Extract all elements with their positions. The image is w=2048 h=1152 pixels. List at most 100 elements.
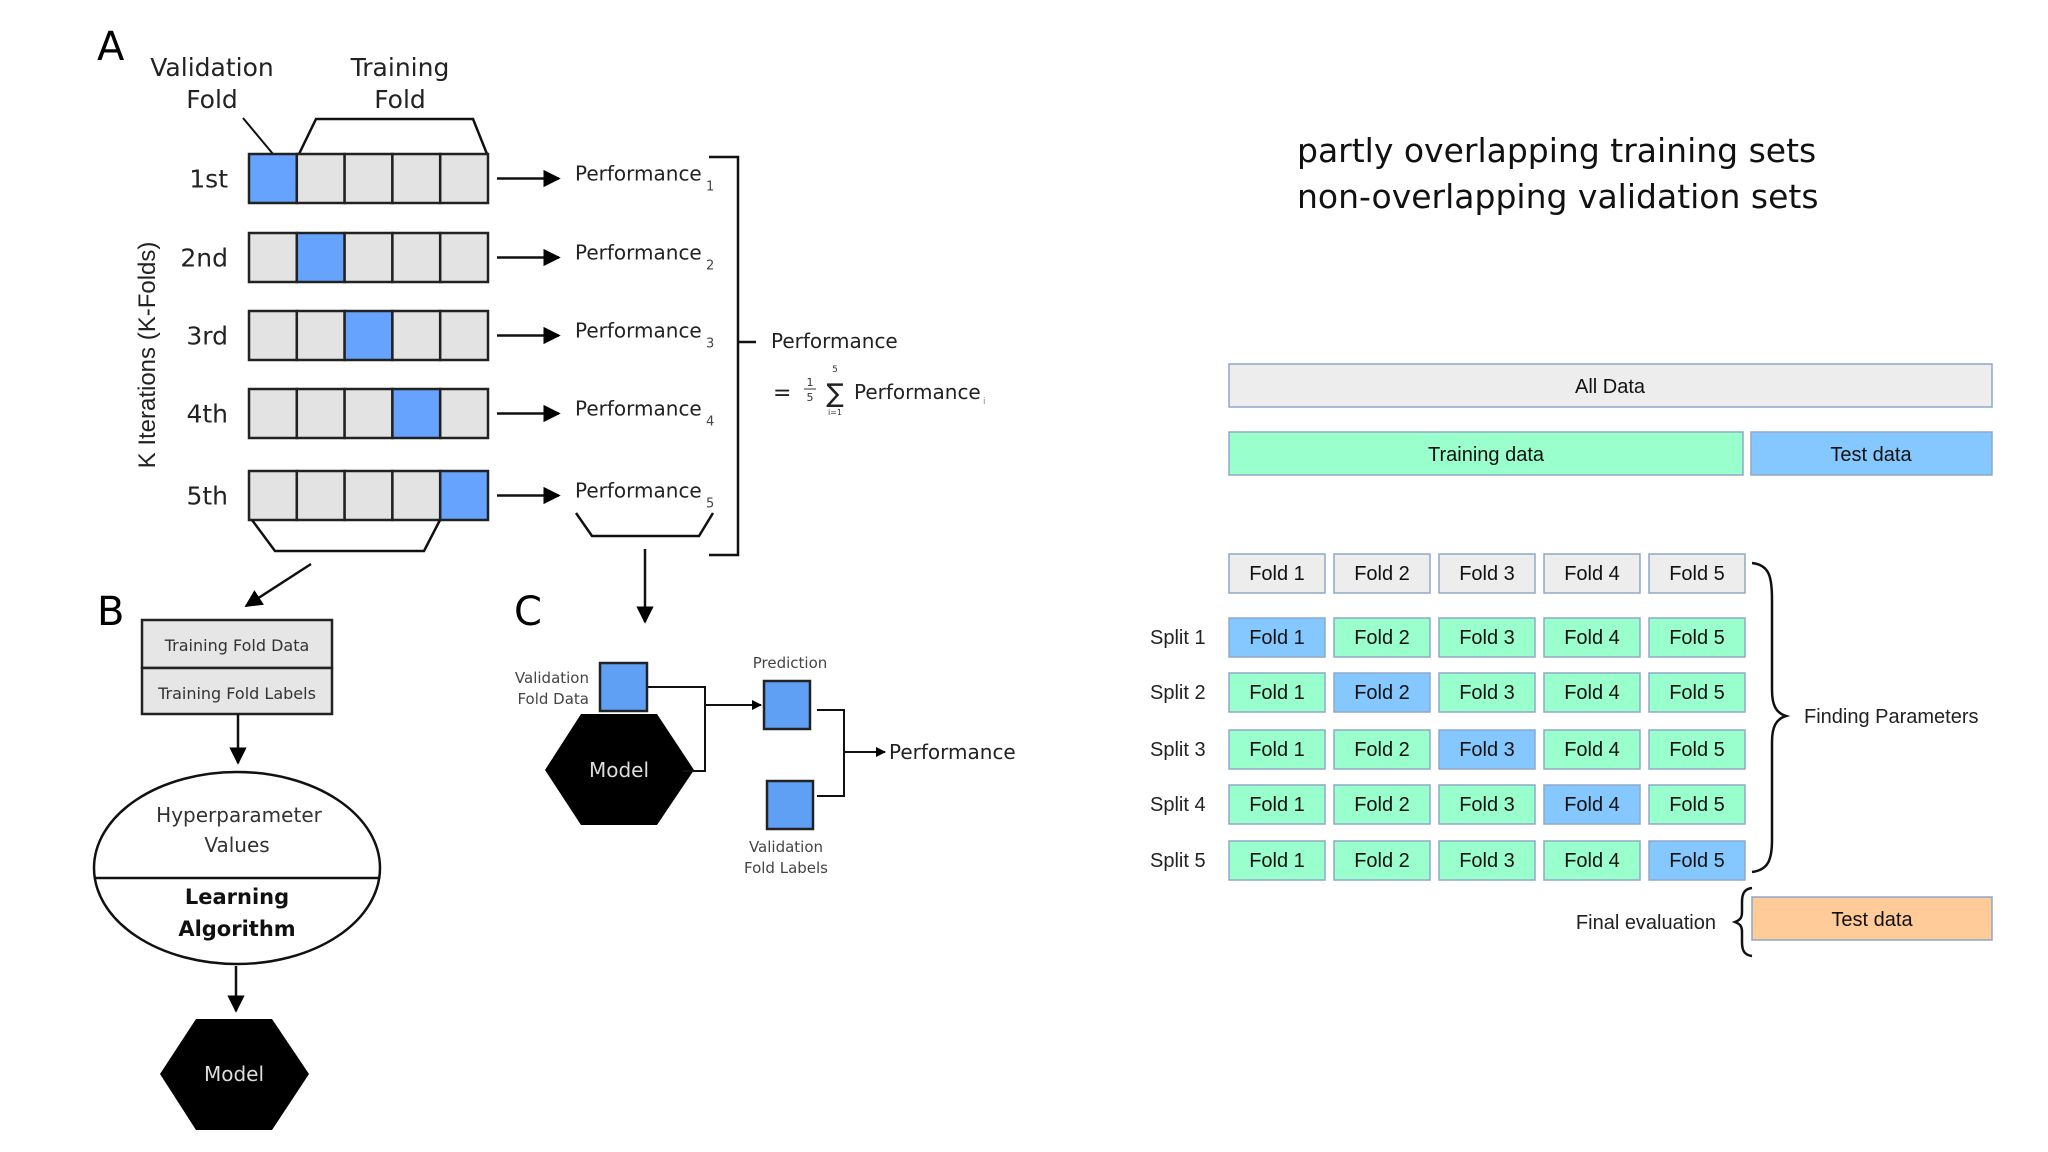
- training-fold-box: [1438, 784, 1536, 825]
- validation-fold-data-label-line1: Validation: [515, 669, 589, 687]
- learning-algorithm-line2: Algorithm: [178, 917, 295, 941]
- split-label: Split 2: [1150, 682, 1206, 704]
- split-row: Split 2 Fold 1 Fold 2 Fold 3 Fold 4 Fold 5: [1150, 672, 1746, 713]
- header-fold-label: Fold 4: [1564, 563, 1620, 585]
- performance-label: Performance: [575, 397, 702, 421]
- learning-algorithm-ellipse: [92, 770, 382, 966]
- fold-label: Fold 1: [1249, 850, 1305, 872]
- training-fold-data-label: Training Fold Data: [164, 636, 310, 655]
- training-fold-box: [1333, 729, 1431, 770]
- model-hexagon-b: [160, 1019, 309, 1130]
- fold-label: Fold 3: [1459, 682, 1515, 704]
- training-fold-label-line2: Fold: [374, 85, 426, 114]
- validation-fold-cell: [391, 387, 442, 440]
- fold-label: Fold 5: [1669, 850, 1725, 872]
- performance-label: Performance: [575, 241, 702, 265]
- performance-label: Performance: [575, 479, 702, 503]
- validation-fold-labels-label-line1: Validation: [749, 838, 823, 856]
- hyperparameter-label-line2: Values: [204, 833, 269, 857]
- training-fold-box: [1648, 617, 1746, 658]
- fold-label: Fold 1: [1249, 794, 1305, 816]
- training-fold-box: [1648, 672, 1746, 713]
- training-fold-box: [1228, 729, 1326, 770]
- fold-label: Fold 4: [1564, 794, 1620, 816]
- prediction-labels-connector: [817, 709, 845, 797]
- training-fold-labels-label: Training Fold Labels: [157, 684, 316, 703]
- average-formula: = 1 5 5 ∑ i=1 Performance i: [773, 365, 986, 417]
- training-fold-bracket: [297, 117, 489, 155]
- performance-5-bracket: [574, 512, 715, 538]
- validation-fold-box: [1438, 729, 1536, 770]
- fold-label: Fold 4: [1564, 627, 1620, 649]
- panel-c-label: C: [514, 589, 542, 635]
- training-fold-box: [1438, 617, 1536, 658]
- training-fold-box: [1543, 672, 1641, 713]
- fold-label: Fold 4: [1564, 682, 1620, 704]
- fold-label: Fold 2: [1354, 794, 1410, 816]
- formula-term: Performance: [854, 380, 981, 404]
- model-label-b: Model: [204, 1062, 264, 1086]
- hyperparameter-label-line1: Hyperparameter: [156, 803, 322, 827]
- validation-fold-box: [1543, 784, 1641, 825]
- description-line-2: non-overlapping validation sets: [1297, 177, 1819, 216]
- all-data-label: All Data: [1575, 376, 1646, 398]
- iteration-label: 3rd: [186, 322, 228, 351]
- performance-label: Performance: [575, 162, 702, 186]
- training-fold-label-line1: Training: [350, 53, 450, 82]
- training-fold-box: [1333, 784, 1431, 825]
- validation-fold-data-label-line2: Fold Data: [517, 690, 589, 708]
- panel-b-label: B: [97, 589, 124, 635]
- validation-fold-label-line1: Validation: [150, 53, 273, 82]
- fold-label: Fold 5: [1669, 682, 1725, 704]
- panel-c-performance-label: Performance: [889, 740, 1016, 764]
- validation-fold-cell: [343, 309, 394, 362]
- validation-fold-pointer: [242, 117, 274, 155]
- header-fold-box: [1333, 553, 1431, 594]
- split-label: Split 3: [1150, 739, 1206, 761]
- training-fold-cell: [247, 309, 299, 362]
- fold-label: Fold 2: [1354, 682, 1410, 704]
- fold-label: Fold 4: [1564, 739, 1620, 761]
- training-fold-cell: [438, 152, 490, 205]
- validation-fold-labels-box: [765, 779, 815, 831]
- formula-numerator: 1: [807, 376, 814, 389]
- header-fold-box: [1543, 553, 1641, 594]
- training-fold-box: [1543, 729, 1641, 770]
- formula-equals: =: [773, 381, 791, 406]
- fold-label: Fold 5: [1669, 739, 1725, 761]
- panel-a-label: A: [97, 24, 125, 70]
- fold-label: Fold 3: [1459, 850, 1515, 872]
- validation-fold-cell: [247, 152, 299, 205]
- header-fold-label: Fold 2: [1354, 563, 1410, 585]
- fold-label: Fold 3: [1459, 739, 1515, 761]
- training-fold-cell: [295, 152, 346, 205]
- validation-fold-box: [1648, 840, 1746, 881]
- fold-label: Fold 5: [1669, 794, 1725, 816]
- formula-denominator: 5: [807, 391, 814, 404]
- fold-label: Fold 3: [1459, 627, 1515, 649]
- training-fold-cell: [438, 309, 490, 362]
- split-label: Split 4: [1150, 794, 1206, 816]
- fold-label: Fold 2: [1354, 850, 1410, 872]
- prediction-label: Prediction: [753, 654, 828, 672]
- iteration-label: 2nd: [180, 244, 228, 273]
- panel-c: C Validation Fold Data Model Prediction …: [514, 589, 1016, 877]
- fold-label: Fold 1: [1249, 682, 1305, 704]
- iteration-label: 4th: [186, 400, 228, 429]
- training-fold-labels-box: [140, 666, 334, 716]
- training-data-box: [1228, 431, 1744, 476]
- training-fold-cell: [391, 469, 442, 522]
- training-fold-box: [1228, 672, 1326, 713]
- training-fold-box: [1648, 784, 1746, 825]
- performance-label: Performance: [575, 319, 702, 343]
- test-data-box: [1750, 431, 1993, 476]
